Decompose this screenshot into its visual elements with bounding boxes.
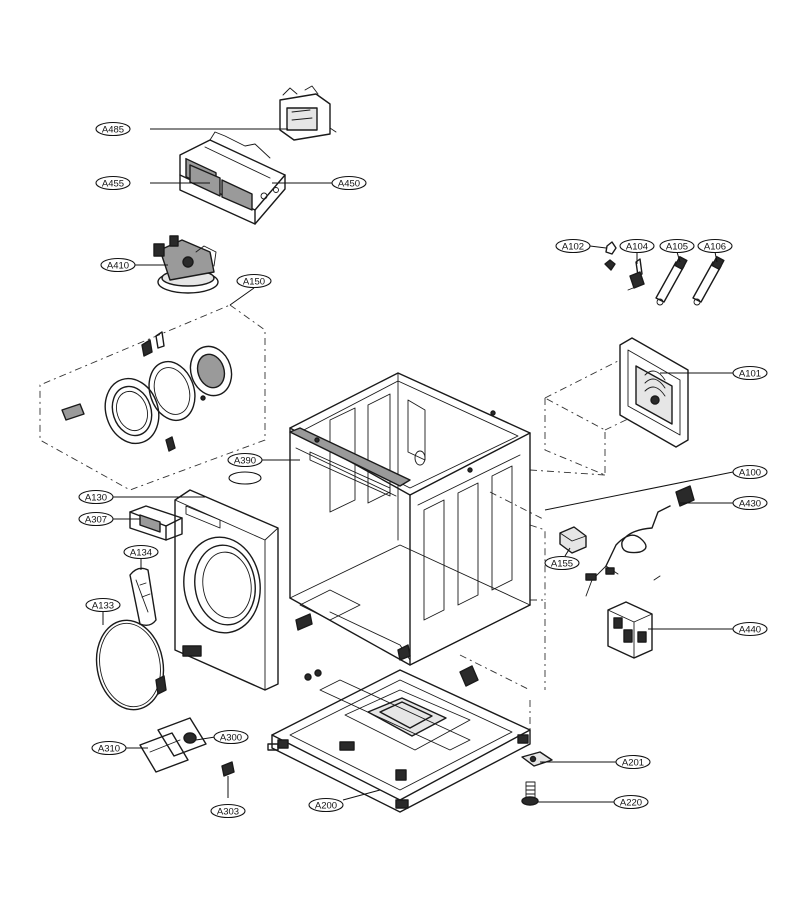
- callout-labels: A485 A455 A450 A410 A150 A102 A104 A105: [78, 121, 768, 819]
- callout-a485[interactable]: A485: [95, 121, 131, 137]
- callout-a307[interactable]: A307: [78, 511, 114, 527]
- callout-a102-label: A102: [562, 242, 584, 253]
- callout-a106-label: A106: [704, 242, 726, 253]
- callout-a310-label: A310: [98, 744, 120, 755]
- part-a102-clip: [604, 241, 617, 271]
- callout-a155-label: A155: [551, 559, 573, 570]
- part-a310-a300-service-cover: [139, 717, 207, 773]
- callout-a200-label: A200: [315, 801, 337, 812]
- part-a133-clamp-ring: [95, 619, 167, 711]
- part-a150-door-assembly-group: [39, 304, 266, 491]
- callout-a105[interactable]: A105: [659, 238, 695, 254]
- callout-a307-label: A307: [85, 515, 107, 526]
- part-a220-leveling-foot: [521, 781, 539, 806]
- leader-lines: [102, 128, 734, 803]
- callout-a133-label: A133: [92, 601, 114, 612]
- callout-a102[interactable]: A102: [555, 238, 591, 254]
- part-a410-pressure-pump: [153, 235, 219, 294]
- part-a105-damper: [655, 256, 688, 306]
- callout-a100-label: A100: [739, 468, 761, 479]
- callout-a450[interactable]: A450: [331, 175, 367, 191]
- part-a101-rear-panel: [619, 337, 689, 448]
- callout-a430[interactable]: A430: [732, 495, 768, 511]
- callout-a150-label: A150: [243, 277, 265, 288]
- callout-a485-label: A485: [102, 125, 124, 136]
- callout-a201-label: A201: [622, 758, 644, 769]
- callout-a390-label: A390: [234, 456, 256, 467]
- part-a134-hinge: [129, 567, 157, 627]
- callout-a455-label: A455: [102, 179, 124, 190]
- callout-a133[interactable]: A133: [85, 597, 121, 613]
- callout-a220[interactable]: A220: [613, 794, 649, 810]
- part-a130-front-panel: [174, 489, 279, 691]
- part-a307-detergent-drawer: [129, 505, 183, 541]
- callout-a106[interactable]: A106: [697, 238, 733, 254]
- callout-a303[interactable]: A303: [210, 803, 246, 819]
- callout-a300-label: A300: [220, 733, 242, 744]
- part-a455-a450-control-board: [179, 131, 286, 225]
- callout-a105-label: A105: [666, 242, 688, 253]
- part-a106-damper: [692, 256, 725, 306]
- callout-a100[interactable]: A100: [732, 464, 768, 480]
- part-a303-screw: [221, 761, 235, 777]
- callout-a430-label: A430: [739, 499, 761, 510]
- callout-a150[interactable]: A150: [236, 273, 272, 289]
- part-a390-marker: [228, 471, 262, 485]
- callout-a450-label: A450: [338, 179, 360, 190]
- callout-a455[interactable]: A455: [95, 175, 131, 191]
- callout-a130-label: A130: [85, 493, 107, 504]
- callout-a220-label: A220: [620, 798, 642, 809]
- part-a440-noise-filter: [607, 601, 653, 659]
- callout-a155[interactable]: A155: [544, 555, 580, 571]
- callout-a440[interactable]: A440: [732, 621, 768, 637]
- callout-a300[interactable]: A300: [213, 729, 249, 745]
- part-a155-bracket: [559, 526, 587, 554]
- callout-a200[interactable]: A200: [308, 797, 344, 813]
- callout-a390[interactable]: A390: [227, 452, 263, 468]
- callout-a410-label: A410: [107, 261, 129, 272]
- callout-a134-label: A134: [130, 548, 152, 559]
- callout-a201[interactable]: A201: [615, 754, 651, 770]
- part-a485-control-bracket: [279, 85, 337, 141]
- callout-a134[interactable]: A134: [123, 544, 159, 560]
- part-a430-power-cord: [585, 485, 695, 597]
- part-a201-bracket: [521, 751, 553, 767]
- callout-a440-label: A440: [739, 625, 761, 636]
- callout-a101-label: A101: [739, 369, 761, 380]
- part-a104-valve: [627, 258, 645, 291]
- callout-a104-label: A104: [626, 242, 648, 253]
- part-small-feet: [304, 665, 479, 687]
- part-cabinet-frame: [289, 372, 531, 666]
- callout-a104[interactable]: A104: [619, 238, 655, 254]
- callout-a130[interactable]: A130: [78, 489, 114, 505]
- callout-a303-label: A303: [217, 807, 239, 818]
- callout-a101[interactable]: A101: [732, 365, 768, 381]
- part-a200-base-frame: [267, 669, 531, 813]
- callout-a410[interactable]: A410: [100, 257, 136, 273]
- callout-a310[interactable]: A310: [91, 740, 127, 756]
